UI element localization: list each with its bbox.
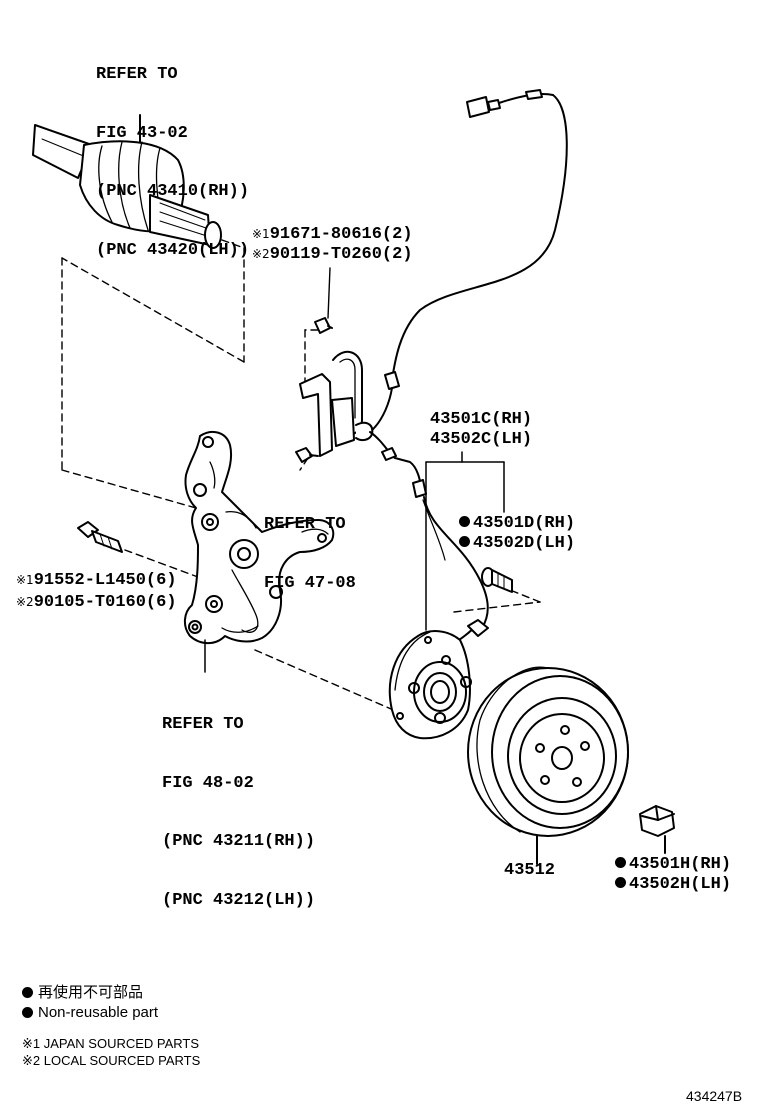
hub-nut-part-lh: 43502H(LH) [615, 875, 731, 895]
legend-en-text: Non-reusable part [38, 1004, 159, 1021]
legend-jp-text: 再使用不可部品 [38, 984, 144, 1001]
legend-nonreusable-en: Non-reusable part [22, 1004, 158, 1022]
knuckle-bolt-part-2: ※290105-T0160(6) [16, 592, 177, 613]
sensor-reference: REFER TO FIG 47-08 [264, 476, 356, 613]
sensor-bolt-part-number-1: 91671-80616(2) [269, 225, 413, 244]
knuckle-reference: REFER TO FIG 48-02 (PNC 43211(RH)) (PNC … [162, 676, 315, 930]
local-sourced-mark: ※2 [252, 247, 270, 261]
japan-sourced-mark: ※1 [16, 573, 34, 587]
hub-nut [639, 805, 675, 854]
knuckle-ref-line-1: REFER TO [162, 715, 244, 734]
japan-sourced-mark: ※1 [252, 227, 270, 241]
abs-sensor-wire [299, 89, 568, 645]
nonreusable-bullet-icon [22, 1007, 33, 1018]
sensor-bolt-part-2: ※290119-T0260(2) [252, 244, 413, 265]
note-local-sourced: ※2 LOCAL SOURCED PARTS [22, 1053, 201, 1068]
hub-bolt [481, 567, 513, 593]
hub-bolt-part-lh: 43502D(LH) [459, 534, 575, 554]
leader-lines [204, 451, 505, 673]
note-japan-sourced: ※1 JAPAN SOURCED PARTS [22, 1036, 200, 1051]
knuckle-ref-line-4: (PNC 43212(LH)) [162, 890, 316, 910]
sensor-bolt-part-number-2: 90119-T0260(2) [269, 245, 413, 264]
knuckle-ref-line-3: (PNC 43211(RH)) [162, 832, 316, 851]
sensor-bolt-part-1: ※191671-80616(2) [252, 224, 413, 245]
drive-shaft [32, 114, 222, 249]
sensor-ref-line-2: FIG 47-08 [264, 573, 356, 593]
driveshaft-ref-line-1: REFER TO [96, 65, 178, 84]
knuckle-bolt [77, 521, 123, 553]
legend-nonreusable-jp: 再使用不可部品 [22, 984, 143, 1002]
driveshaft-ref-line-3: (PNC 43410(RH)) [96, 182, 250, 201]
knuckle-ref-line-2: FIG 48-02 [162, 773, 254, 793]
brake-disc-part: 43512 [504, 861, 556, 880]
driveshaft-ref-line-2: FIG 43-02 [96, 123, 188, 143]
hub-bolt-part-rh: 43501D(RH) [459, 514, 575, 534]
steering-knuckle [184, 430, 335, 645]
knuckle-bolt-part-number-2: 90105-T0160(6) [33, 593, 177, 612]
sensor-bolt [314, 267, 333, 334]
hub-bearing [388, 630, 472, 740]
knuckle-bolt-part-number-1: 91552-L1450(6) [33, 571, 177, 590]
bracket-bolt [295, 447, 319, 463]
brake-disc [467, 666, 629, 865]
local-sourced-mark: ※2 [16, 595, 34, 609]
knuckle-bolt-part-1: ※191552-L1450(6) [16, 570, 177, 591]
sensor-ref-line-1: REFER TO [264, 515, 346, 534]
hub-nut-part-rh: 43501H(RH) [615, 855, 731, 875]
figure-id: 434247B [686, 1088, 743, 1104]
nonreusable-bullet-icon [22, 987, 33, 998]
abs-sensor-part-rh: 43501C(RH) [430, 410, 533, 429]
abs-sensor-part-lh: 43502C(LH) [430, 430, 533, 449]
driveshaft-ref-line-4: (PNC 43420(LH)) [96, 240, 250, 260]
driveshaft-reference: REFER TO FIG 43-02 (PNC 43410(RH)) (PNC … [96, 26, 249, 280]
alignment-lines [61, 239, 541, 713]
